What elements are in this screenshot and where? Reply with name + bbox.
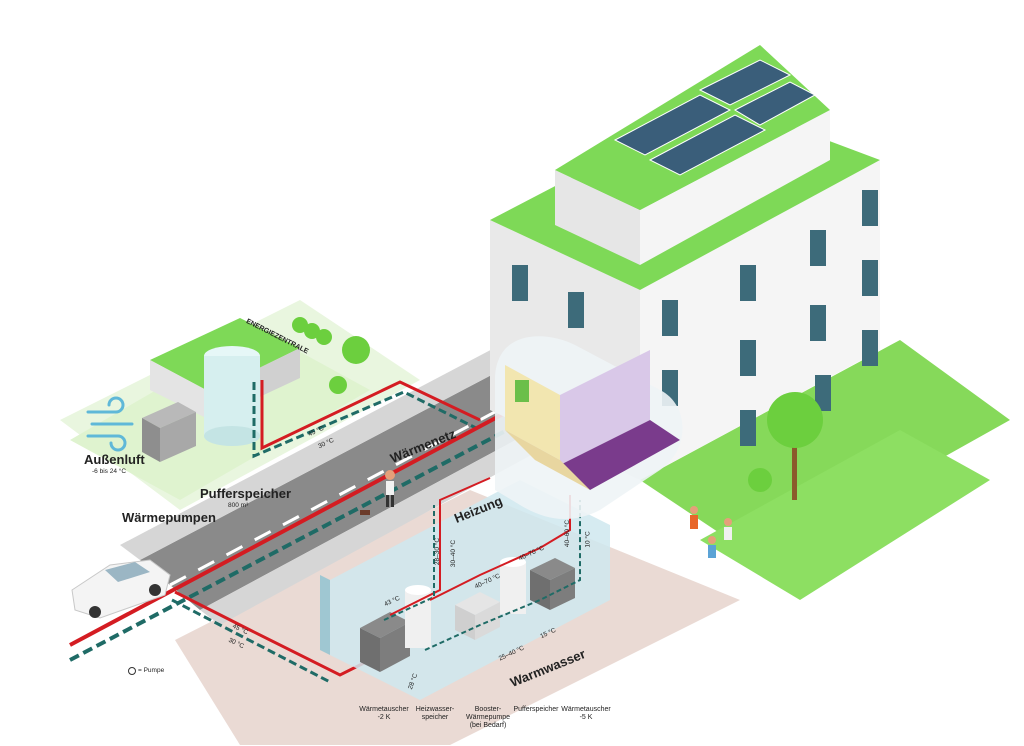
penthouse-front	[555, 170, 640, 265]
temp-riser-a: 40–60 °C	[564, 519, 572, 548]
temp-heiz-a: 28–30 °C	[434, 537, 442, 566]
building-windows	[512, 190, 878, 446]
pedestrian	[360, 470, 395, 515]
pufferspeicher-main-label: Pufferspeicher	[200, 486, 292, 501]
solar-panels	[613, 59, 817, 176]
energy-centre-wall	[150, 360, 210, 420]
label-booster-waermepumpe: Booster-Wärmepumpe(bei Bedarf)	[466, 706, 510, 729]
ground-plot-right2	[700, 430, 990, 600]
trees-left	[292, 317, 370, 394]
label-waermetauscher-1: Wärmetauscher-2 K	[359, 706, 409, 721]
pufferspeicher-tank	[204, 356, 260, 436]
branch-return-pipe	[171, 598, 331, 684]
label-pufferspeicher-basement: Pufferspeicher	[513, 706, 559, 713]
road-markings	[169, 378, 556, 587]
trees-right	[748, 392, 823, 500]
aussenluft-range-label: -6 bis 24 °C	[92, 468, 127, 475]
label-heizwasserspeicher: Heizwasser-speicher	[415, 706, 455, 721]
pump-legend-icon	[128, 667, 136, 675]
ground-plot-right	[640, 340, 1010, 560]
waermenetz-pipes	[69, 380, 531, 684]
pump-legend-label: = Pumpe	[138, 667, 165, 674]
children-group	[690, 506, 732, 558]
wind-icon	[86, 396, 134, 452]
basement-equipment	[360, 557, 575, 672]
heat-pump-units	[142, 402, 196, 462]
penthouse-side	[640, 110, 830, 265]
aussenluft-label: Außenluft	[84, 452, 145, 467]
waermepumpen-label: Wärmepumpen	[122, 510, 216, 525]
car	[71, 559, 171, 619]
label-waermetauscher-2: Wärmetauscher-5 K	[561, 706, 611, 721]
netz-return-pipe	[252, 382, 477, 459]
street-return-pipe	[69, 416, 531, 662]
pufferspeicher-volume-label: 800 m³	[228, 502, 249, 509]
temp-riser-b: 10 °C	[584, 531, 592, 548]
apartment-cutaway	[495, 336, 683, 520]
basement-left-wall	[320, 575, 330, 655]
street-supply-pipe	[69, 403, 521, 647]
pufferspeicher-tank-base	[204, 426, 260, 446]
temp-heiz-b: 30–40 °C	[450, 539, 458, 568]
netz-supply-pipe	[260, 380, 481, 451]
